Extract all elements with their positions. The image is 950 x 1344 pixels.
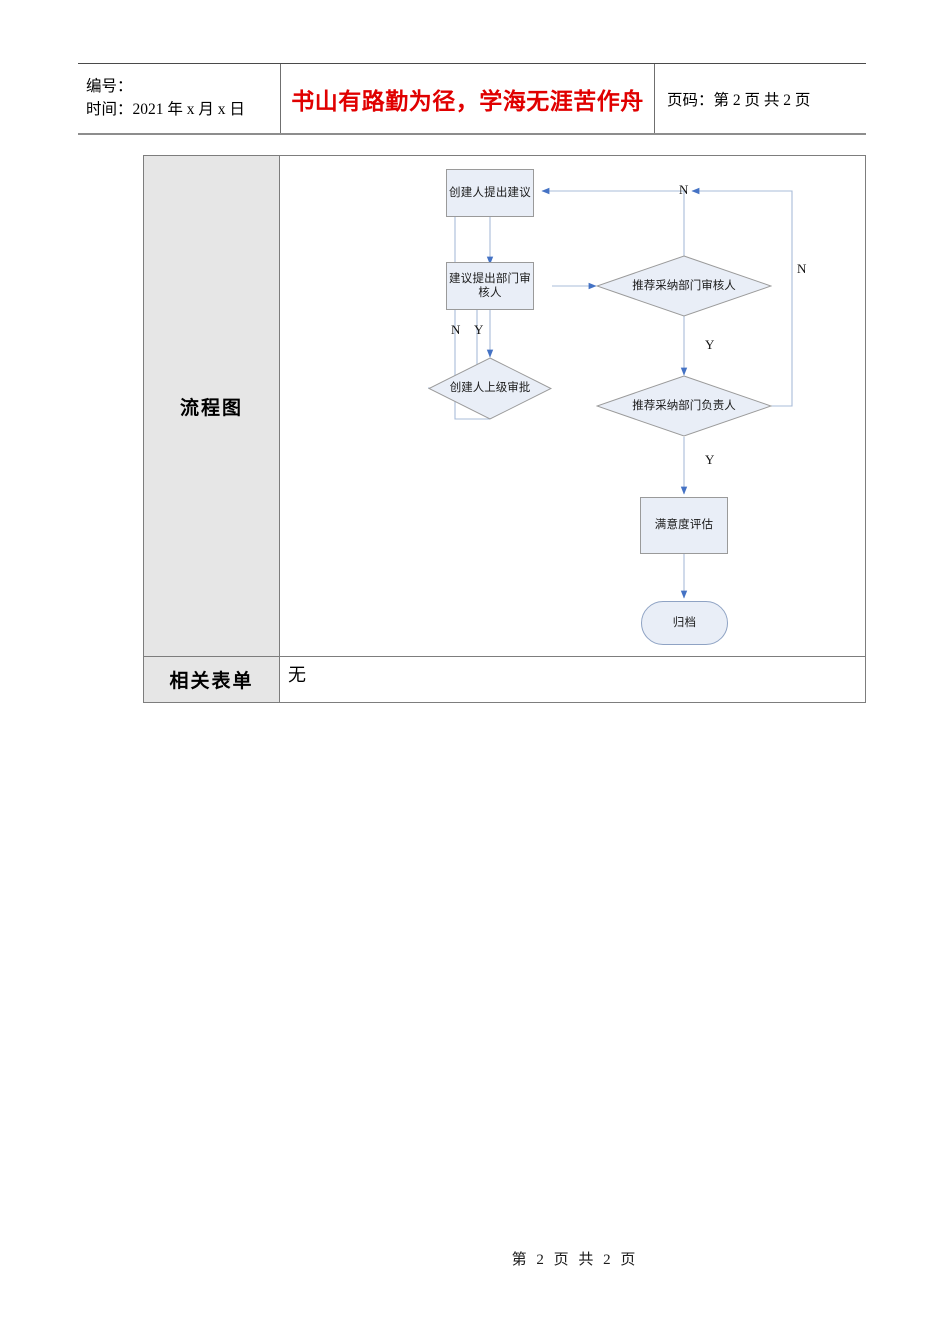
node-satisfaction-evaluation[interactable]: 满意度评估 xyxy=(640,497,728,554)
header-meta-cell: 编号： 时间：2021 年 x 月 x 日 xyxy=(78,64,281,133)
page-footer: 第 2 页 共 2 页 xyxy=(0,1248,950,1269)
edge-label-supervisor-yes: Y xyxy=(474,322,484,337)
edge-label-reviewer-no: N xyxy=(679,182,689,197)
flowchart-connectors xyxy=(428,187,793,599)
edge-label-manager-yes: Y xyxy=(705,452,715,467)
node-creator-supervisor-approval[interactable]: 创建人上级审批 xyxy=(428,357,552,420)
node-create-proposal[interactable]: 创建人提出建议 xyxy=(446,169,534,217)
header-page-info: 页码：第 2 页 共 2 页 xyxy=(667,91,811,109)
flowchart-cell: 创建人提出建议 建议提出部门审核人 创建人上级审批 推荐采纳部门审核人 xyxy=(280,156,865,656)
header-time-label: 时间：2021 年 x 月 x 日 xyxy=(86,100,245,118)
related-forms-value: 无 xyxy=(280,657,865,702)
diamond-shape xyxy=(428,357,552,420)
footer-page-text: 第 2 页 共 2 页 xyxy=(511,1252,639,1268)
row-label-flowchart: 流程图 xyxy=(144,156,280,656)
diamond-shape xyxy=(596,375,772,437)
header-motto: 书山有路勤为径，学海无涯苦作舟 xyxy=(281,64,655,133)
edge-label-manager-no: N xyxy=(797,261,807,276)
document-header: 编号： 时间：2021 年 x 月 x 日 书山有路勤为径，学海无涯苦作舟 页码… xyxy=(78,63,866,135)
edge-label-supervisor-no: N xyxy=(451,322,461,337)
node-label: 创建人上级审批 xyxy=(449,382,531,395)
process-table: 流程图 xyxy=(143,155,866,703)
header-number-label: 编号： xyxy=(86,78,133,96)
diamond-shape xyxy=(596,255,772,317)
node-label: 推荐采纳部门负责人 xyxy=(632,399,736,412)
table-row: 流程图 xyxy=(144,156,865,656)
node-proposing-dept-reviewer[interactable]: 建议提出部门审核人 xyxy=(446,262,534,310)
edge-label-reviewer-yes: Y xyxy=(705,337,715,352)
node-archive[interactable]: 归档 xyxy=(641,601,728,645)
node-adopting-dept-manager[interactable]: 推荐采纳部门负责人 xyxy=(596,375,772,437)
node-label: 推荐采纳部门审核人 xyxy=(632,279,736,292)
table-row: 相关表单 无 xyxy=(144,656,865,702)
row-label-related-forms: 相关表单 xyxy=(144,657,280,702)
flowchart-canvas: 创建人提出建议 建议提出部门审核人 创建人上级审批 推荐采纳部门审核人 xyxy=(280,156,867,656)
node-adopting-dept-reviewer[interactable]: 推荐采纳部门审核人 xyxy=(596,255,772,317)
